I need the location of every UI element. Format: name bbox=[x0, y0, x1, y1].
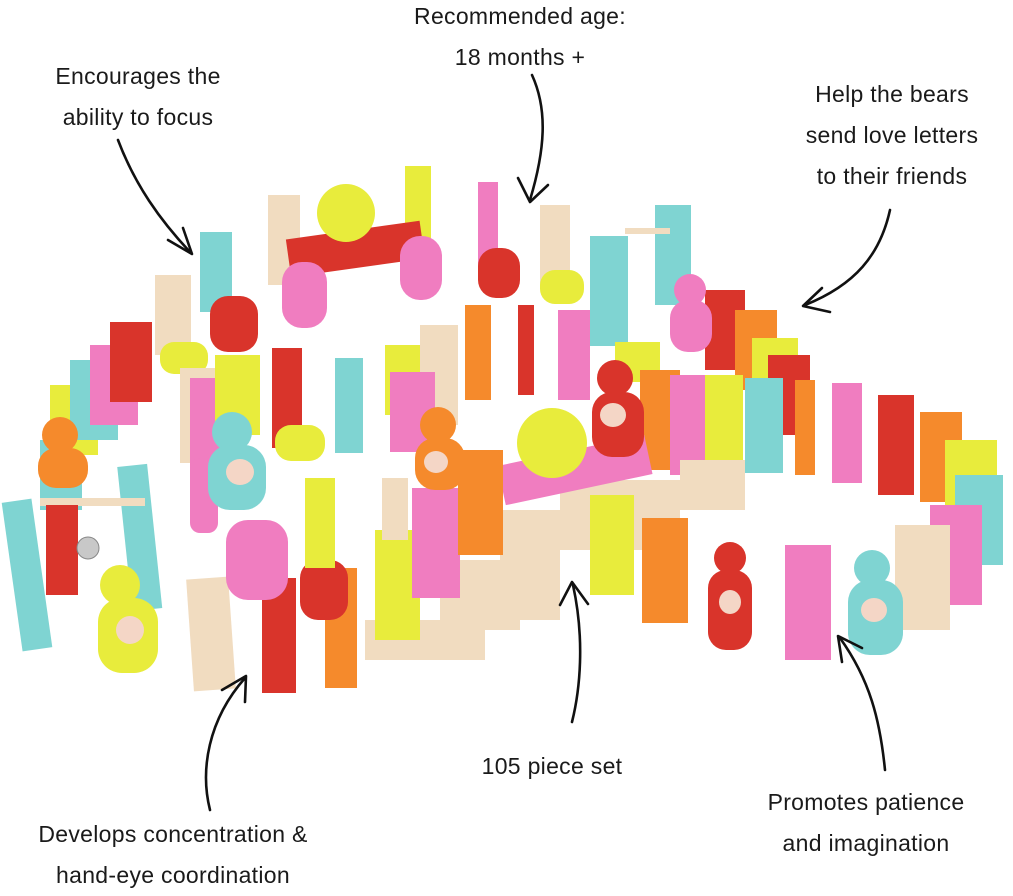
bear-orange-left bbox=[38, 417, 88, 488]
annotation-bears-line3: to their friends bbox=[816, 163, 968, 189]
annotation-bears-line1: Help the bears bbox=[815, 81, 969, 107]
bear-orange bbox=[415, 407, 465, 490]
domino-front-row bbox=[186, 450, 831, 693]
annotation-age-line2: 18 months + bbox=[454, 44, 586, 70]
arrow-age bbox=[516, 73, 550, 204]
annotation-age-line1: Recommended age: bbox=[414, 3, 626, 29]
bear-pink bbox=[670, 274, 712, 352]
annotation-age: Recommended age: 18 months + bbox=[392, 0, 648, 78]
annotation-patience-line2: and imagination bbox=[782, 830, 950, 856]
bear-figures bbox=[38, 274, 903, 673]
arrow-bears bbox=[801, 208, 892, 314]
annotation-focus: Encourages the ability to focus bbox=[30, 56, 246, 138]
domino-left-ring bbox=[1, 275, 191, 652]
annotation-patience: Promotes patience and imagination bbox=[735, 782, 997, 864]
annotation-concentration: Develops concentration & hand-eye coordi… bbox=[0, 814, 346, 896]
arrow-patience bbox=[836, 634, 887, 772]
annotation-concentration-line2: hand-eye coordination bbox=[56, 862, 290, 888]
annotation-concentration-line1: Develops concentration & bbox=[38, 821, 308, 847]
bear-aqua-left bbox=[208, 412, 266, 510]
arrow-set bbox=[558, 580, 590, 724]
arrow-concentration bbox=[204, 674, 248, 812]
bear-yellow bbox=[98, 565, 158, 673]
bell-gate bbox=[40, 498, 145, 595]
arrow-focus bbox=[116, 138, 194, 256]
bear-aqua-right bbox=[848, 550, 903, 655]
top-bridge bbox=[268, 166, 442, 328]
bear-red-front bbox=[708, 542, 752, 650]
annotation-patience-line1: Promotes patience bbox=[767, 789, 965, 815]
bear-red-center bbox=[592, 360, 644, 457]
annotation-focus-line1: Encourages the bbox=[55, 63, 221, 89]
annotation-bears: Help the bears send love letters to thei… bbox=[780, 74, 1004, 197]
annotation-bears-line2: send love letters bbox=[805, 122, 979, 148]
annotation-focus-line2: ability to focus bbox=[62, 104, 214, 130]
annotation-set: 105 piece set bbox=[462, 746, 642, 787]
annotation-set-line1: 105 piece set bbox=[481, 753, 623, 779]
